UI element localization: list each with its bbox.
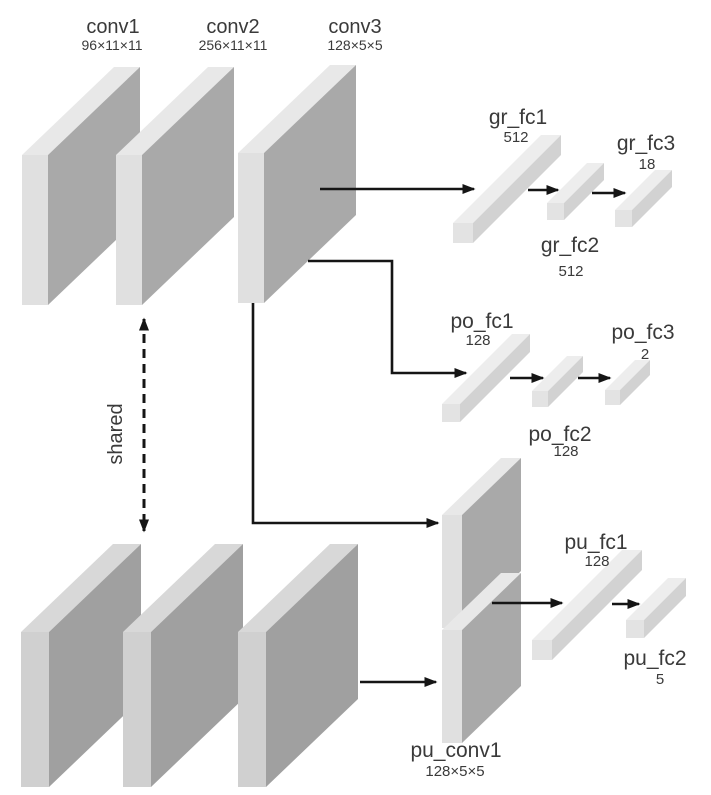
top-face bbox=[442, 334, 530, 404]
top-face bbox=[453, 135, 561, 223]
top-face bbox=[532, 550, 642, 640]
shared-conv1-block bbox=[21, 544, 141, 787]
side-face bbox=[548, 356, 583, 407]
top-face bbox=[21, 544, 141, 632]
top-face bbox=[123, 544, 243, 632]
conv1-label: conv1 bbox=[86, 16, 139, 38]
po-fc1-bar bbox=[442, 334, 530, 422]
conv3-label: conv3 bbox=[328, 16, 381, 38]
side-face bbox=[264, 65, 356, 303]
side-face bbox=[552, 550, 642, 660]
top-face bbox=[238, 65, 356, 153]
top-face bbox=[442, 573, 521, 630]
gr-fc2-units: 512 bbox=[558, 263, 583, 280]
pu-fc1-bar bbox=[532, 550, 642, 660]
side-face bbox=[564, 163, 604, 220]
front-face bbox=[123, 632, 151, 787]
pu-fc2-label: pu_fc2 bbox=[623, 647, 686, 670]
po-fc2-bar bbox=[532, 356, 583, 407]
end-cap bbox=[626, 620, 644, 638]
gr-fc1-units: 512 bbox=[503, 129, 528, 146]
arrow-conv3-to-po-fc1 bbox=[308, 259, 468, 378]
conv3-dims: 128×5×5 bbox=[327, 37, 382, 53]
front-face bbox=[21, 632, 49, 787]
po-fc1-label: po_fc1 bbox=[450, 310, 513, 333]
conv3-block bbox=[238, 65, 356, 303]
gr-fc1-label: gr_fc1 bbox=[489, 106, 547, 129]
top-face bbox=[238, 544, 358, 632]
po-fc3-units: 2 bbox=[641, 346, 649, 363]
pu-conv1-upper-block bbox=[442, 458, 521, 628]
gr-fc3-label: gr_fc3 bbox=[617, 132, 675, 155]
top-face bbox=[442, 458, 521, 515]
side-face bbox=[142, 67, 234, 305]
shared-conv2-block bbox=[123, 544, 243, 787]
po-fc2-label: po_fc2 bbox=[528, 423, 591, 446]
pu-fc1-label: pu_fc1 bbox=[564, 531, 627, 554]
po-fc2-units: 128 bbox=[553, 443, 578, 460]
end-cap bbox=[453, 223, 473, 243]
side-face bbox=[462, 573, 521, 743]
side-face bbox=[266, 544, 358, 787]
front-face bbox=[442, 630, 462, 743]
gr-fc2-label: gr_fc2 bbox=[541, 234, 599, 257]
top-face bbox=[547, 163, 604, 203]
end-cap bbox=[532, 640, 552, 660]
pu-conv1-label: pu_conv1 bbox=[410, 739, 501, 762]
pu-fc1-units: 128 bbox=[584, 553, 609, 570]
gr-fc2-bar bbox=[547, 163, 604, 220]
gr-fc3-bar bbox=[615, 170, 672, 227]
side-face bbox=[644, 578, 686, 638]
side-face bbox=[473, 135, 561, 243]
top-face bbox=[615, 170, 672, 210]
po-fc3-bar bbox=[605, 360, 650, 405]
side-face bbox=[48, 67, 140, 305]
conv1-block bbox=[22, 67, 140, 305]
conv2-dims: 256×11×11 bbox=[199, 37, 268, 53]
arrow-conv3-to-pu-conv1 bbox=[251, 303, 440, 528]
top-face bbox=[605, 360, 650, 390]
front-face bbox=[442, 515, 462, 628]
shared-conv3-block bbox=[238, 544, 358, 787]
side-face bbox=[632, 170, 672, 227]
front-face bbox=[116, 155, 142, 305]
conv1-dims: 96×11×11 bbox=[82, 37, 143, 53]
pu-fc2-bar bbox=[626, 578, 686, 638]
gr-fc1-bar bbox=[453, 135, 561, 243]
conv2-label: conv2 bbox=[206, 16, 259, 38]
side-face bbox=[462, 458, 521, 628]
po-fc3-label: po_fc3 bbox=[611, 321, 674, 344]
pu-conv1-lower-block bbox=[442, 573, 521, 743]
side-face bbox=[151, 544, 243, 787]
front-face bbox=[22, 155, 48, 305]
shared-label: shared bbox=[105, 403, 127, 464]
top-face bbox=[626, 578, 686, 620]
side-face bbox=[620, 360, 650, 405]
conv2-block bbox=[116, 67, 234, 305]
end-cap bbox=[442, 404, 460, 422]
side-face bbox=[460, 334, 530, 422]
end-cap bbox=[532, 391, 548, 407]
end-cap bbox=[605, 390, 620, 405]
end-cap bbox=[547, 203, 564, 220]
po-fc1-units: 128 bbox=[465, 332, 490, 349]
top-face bbox=[532, 356, 583, 391]
side-face bbox=[49, 544, 141, 787]
pu-conv1-dims: 128×5×5 bbox=[425, 763, 484, 780]
top-face bbox=[116, 67, 234, 155]
pu-fc2-units: 5 bbox=[656, 671, 664, 688]
front-face bbox=[238, 153, 264, 303]
end-cap bbox=[615, 210, 632, 227]
front-face bbox=[238, 632, 266, 787]
gr-fc3-units: 18 bbox=[639, 156, 656, 173]
top-face bbox=[22, 67, 140, 155]
